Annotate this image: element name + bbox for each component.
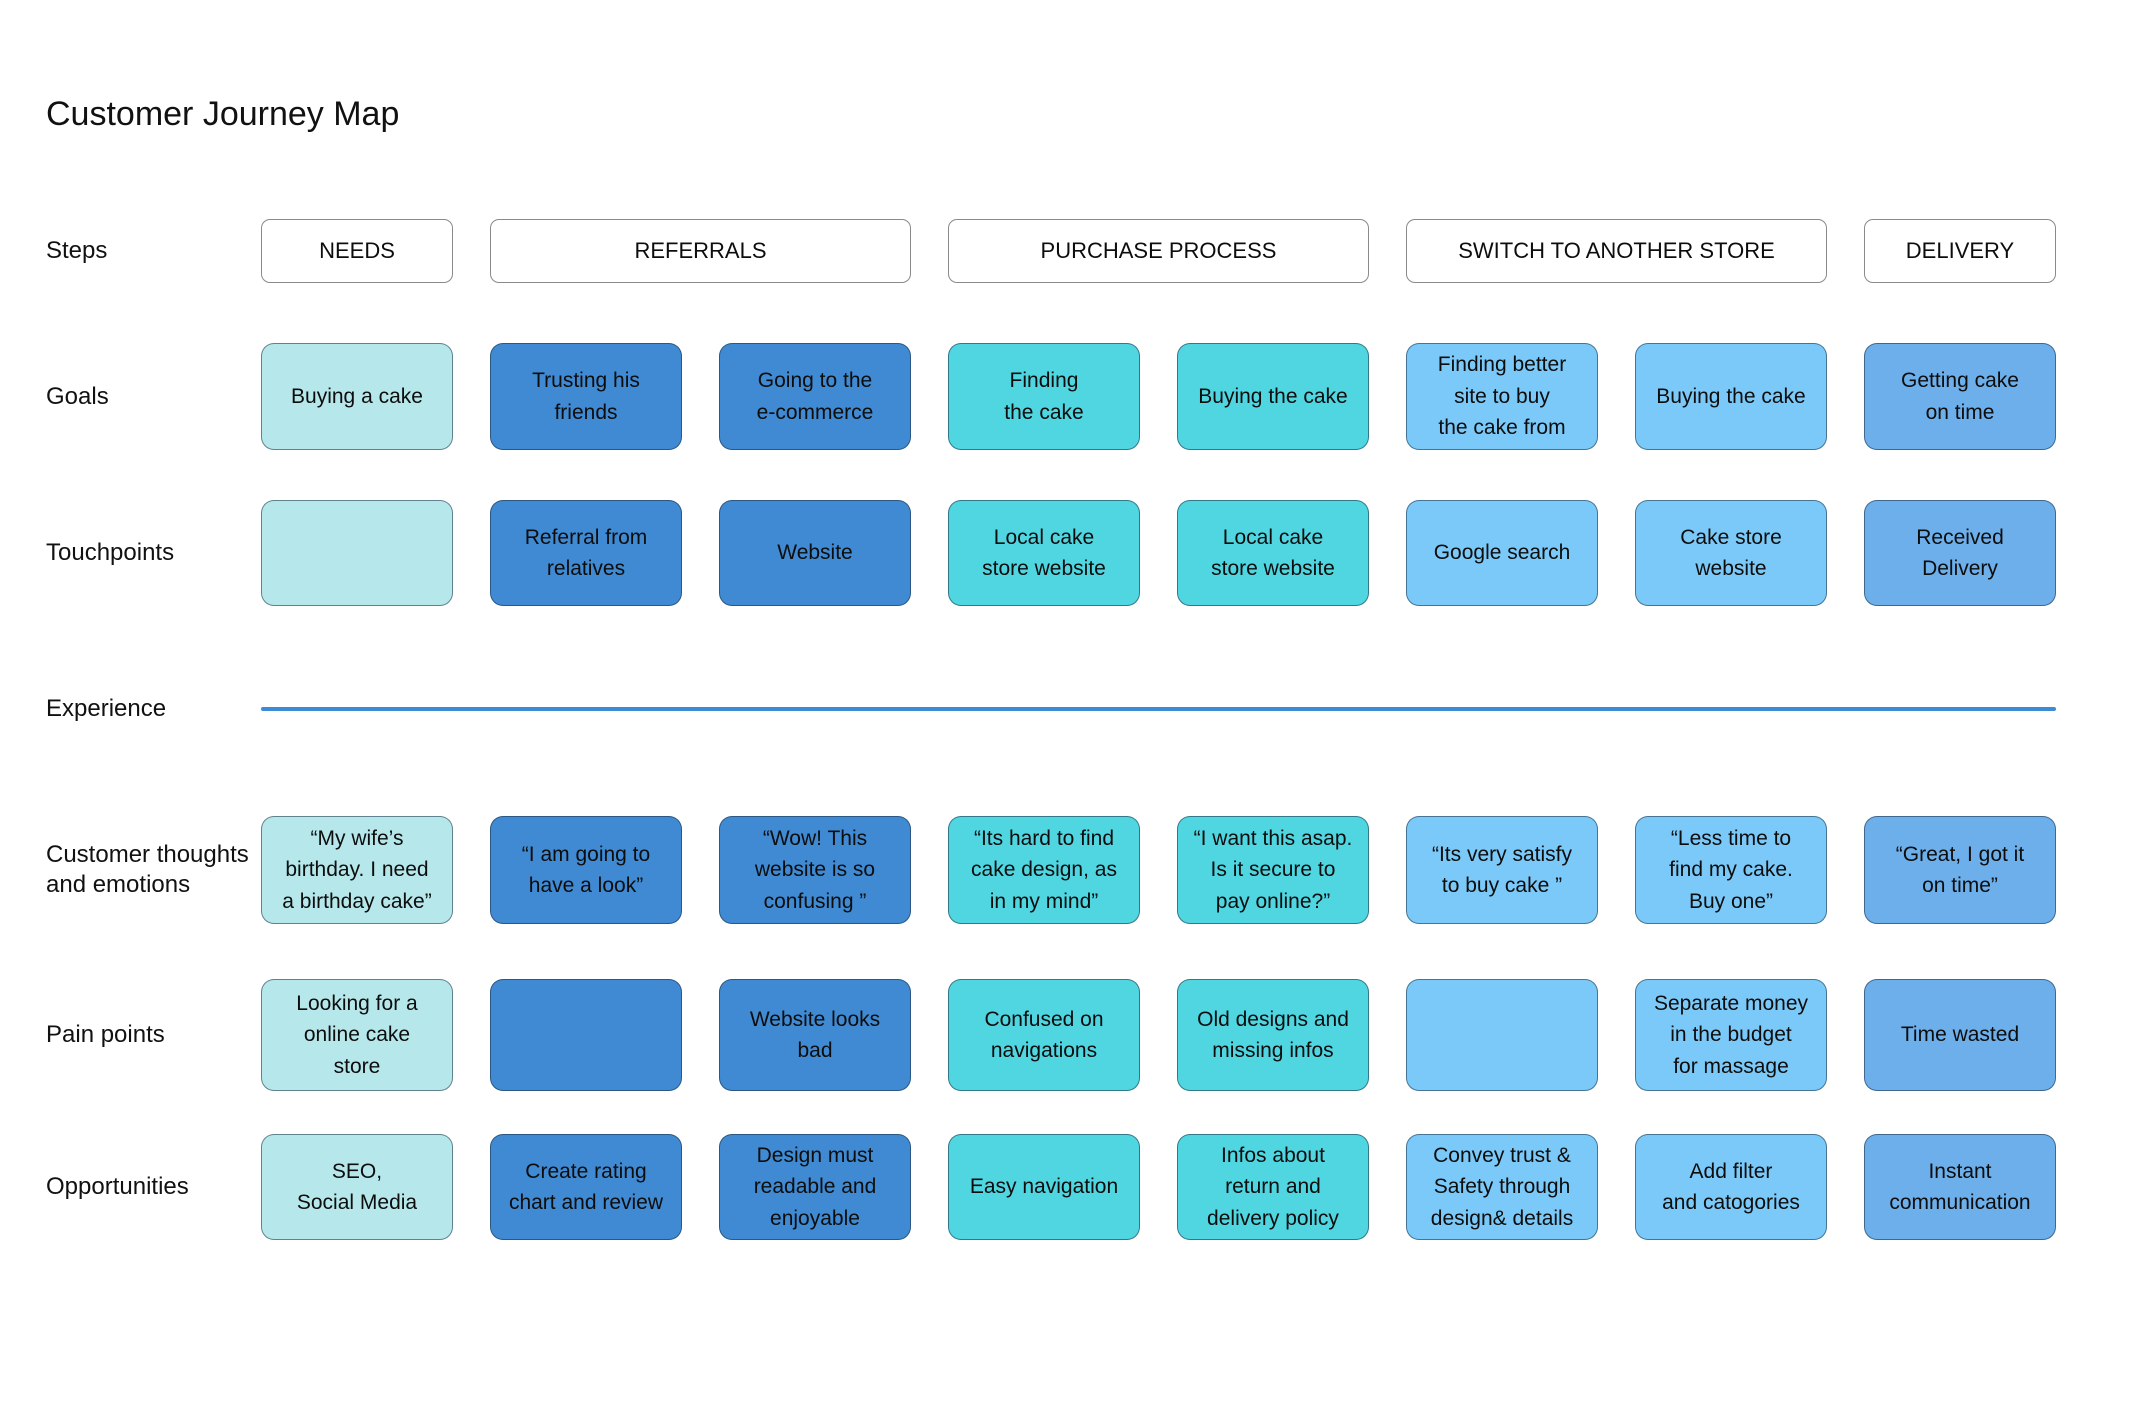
journey-cell[interactable]: Local cake store website xyxy=(1177,500,1369,606)
journey-cell[interactable]: Referral from relatives xyxy=(490,500,682,606)
journey-cell[interactable]: “Great, I got it on time” xyxy=(1864,816,2056,924)
journey-cell[interactable] xyxy=(1406,979,1598,1091)
journey-cell[interactable]: Website looks bad xyxy=(719,979,911,1091)
journey-cell[interactable]: Buying a cake xyxy=(261,343,453,450)
journey-cell[interactable]: Confused on navigations xyxy=(948,979,1140,1091)
journey-cell[interactable]: Separate money in the budget for massage xyxy=(1635,979,1827,1091)
row-label: Pain points xyxy=(46,1021,165,1048)
journey-row-customer-thoughts-and-emotions: Customer thoughts and emotions“My wife’s… xyxy=(46,816,2147,924)
journey-cell[interactable]: “Wow! This website is so confusing ” xyxy=(719,816,911,924)
journey-cell[interactable]: Convey trust & Safety through design& de… xyxy=(1406,1134,1598,1240)
journey-cell[interactable]: Local cake store website xyxy=(948,500,1140,606)
journey-cell[interactable]: Trusting his friends xyxy=(490,343,682,450)
row-label: Goals xyxy=(46,382,109,410)
journey-cell[interactable]: Finding the cake xyxy=(948,343,1140,450)
journey-cell[interactable]: Create rating chart and review xyxy=(490,1134,682,1240)
journey-cell[interactable]: “I am going to have a look” xyxy=(490,816,682,924)
row-label: Experience xyxy=(46,695,167,722)
journey-cell[interactable] xyxy=(261,500,453,606)
journey-cell[interactable]: “Its very satisfy to buy cake ” xyxy=(1406,816,1598,924)
journey-cell[interactable]: Infos about return and delivery policy xyxy=(1177,1134,1369,1240)
row-label: Opportunities xyxy=(46,1173,189,1200)
step-box-switch-to-another-store[interactable]: SWITCH TO ANOTHER STORE xyxy=(1406,219,1827,283)
journey-cell[interactable]: Design must readable and enjoyable xyxy=(719,1134,911,1240)
journey-cell[interactable]: Easy navigation xyxy=(948,1134,1140,1240)
page-title: Customer Journey Map xyxy=(46,95,400,133)
journey-cell[interactable]: Google search xyxy=(1406,500,1598,606)
journey-cell[interactable]: SEO, Social Media xyxy=(261,1134,453,1240)
journey-cell[interactable]: Received Delivery xyxy=(1864,500,2056,606)
journey-cell[interactable]: Add filter and catogories xyxy=(1635,1134,1827,1240)
step-box-purchase-process[interactable]: PURCHASE PROCESS xyxy=(948,219,1369,283)
step-box-referrals[interactable]: REFERRALS xyxy=(490,219,911,283)
journey-cell[interactable]: “My wife’s birthday. I need a birthday c… xyxy=(261,816,453,924)
journey-cell[interactable]: Buying the cake xyxy=(1177,343,1369,450)
step-box-needs[interactable]: NEEDS xyxy=(261,219,453,283)
journey-cell[interactable]: Finding better site to buy the cake from xyxy=(1406,343,1598,450)
journey-row-opportunities: Opportunities SEO, Social Media Create rat… xyxy=(46,1134,2147,1240)
journey-cell[interactable]: Getting cake on time xyxy=(1864,343,2056,450)
row-label: Steps xyxy=(46,237,108,264)
journey-cell[interactable]: “Less time to find my cake. Buy one” xyxy=(1635,816,1827,924)
journey-cell[interactable]: “I want this asap. Is it secure to pay o… xyxy=(1177,816,1369,924)
journey-cell[interactable]: “Its hard to find cake design, as in my … xyxy=(948,816,1140,924)
journey-cell[interactable]: Time wasted xyxy=(1864,979,2056,1091)
journey-row-experience: Experience xyxy=(46,689,2147,729)
journey-cell[interactable]: Looking for a online cake store xyxy=(261,979,453,1091)
journey-cell[interactable]: Cake store website xyxy=(1635,500,1827,606)
steps-row: Steps NEEDS REFERRALS PURCHASE PROCESS SWIT… xyxy=(46,219,2147,283)
row-label: Touchpoints xyxy=(46,539,175,566)
journey-row-goals: Goals Buying a cake Trusting his friends Go… xyxy=(46,343,2147,450)
row-label: Customer thoughts and emotions xyxy=(46,841,249,898)
step-box-delivery[interactable]: DELIVERY xyxy=(1864,219,2056,283)
journey-cell[interactable]: Old designs and missing infos xyxy=(1177,979,1369,1091)
journey-cell[interactable]: Going to the e-commerce xyxy=(719,343,911,450)
journey-cell[interactable]: Buying the cake xyxy=(1635,343,1827,450)
journey-cell[interactable]: Website xyxy=(719,500,911,606)
journey-row-pain-points: Pain points Looking for a online cake sto… xyxy=(46,979,2147,1091)
journey-cell[interactable]: Instant communication xyxy=(1864,1134,2056,1240)
journey-cell[interactable] xyxy=(490,979,682,1091)
experience-line xyxy=(261,707,2056,711)
journey-row-touchpoints: Touchpoints Referral from relatives Websit… xyxy=(46,500,2147,606)
